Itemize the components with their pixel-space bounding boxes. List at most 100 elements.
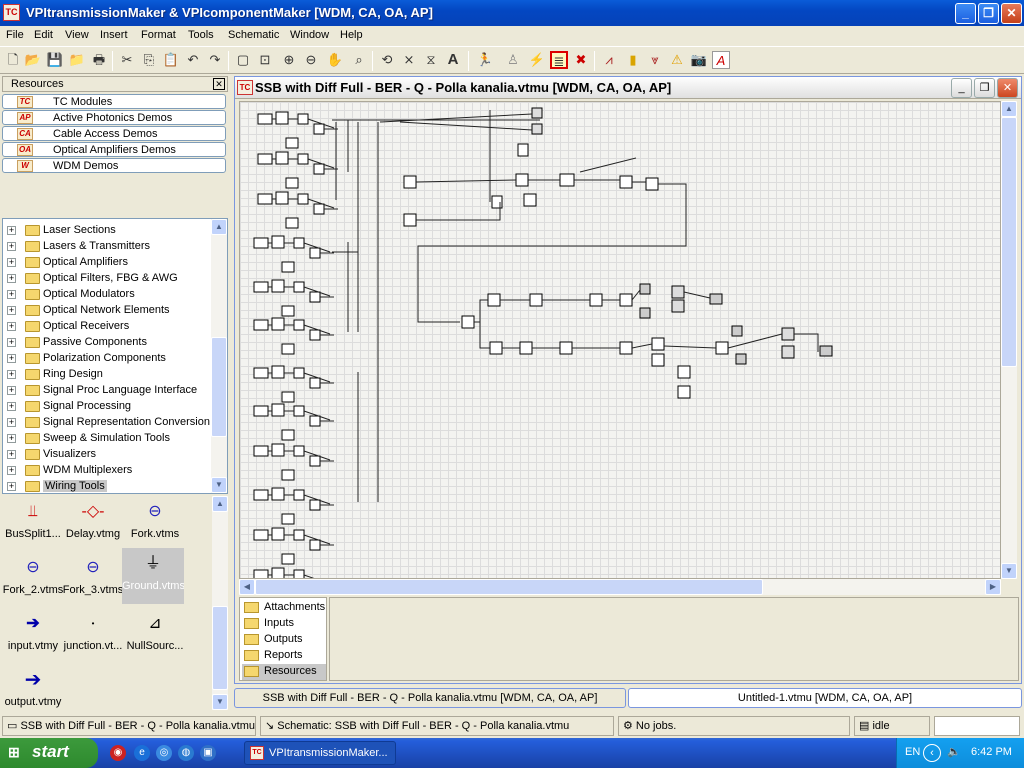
schematic-close-button[interactable]: ✕: [997, 78, 1018, 98]
tray-expand-icon[interactable]: ‹: [923, 744, 941, 762]
palette-item[interactable]: -◇-Delay.vtmg: [62, 496, 124, 552]
schematic-maximize-button[interactable]: ❐: [974, 78, 995, 98]
menu-edit[interactable]: Edit: [34, 29, 53, 41]
print-icon[interactable]: 🖶: [92, 52, 106, 67]
palette-item[interactable]: ⫫BusSplit1...: [2, 496, 64, 552]
tree-item[interactable]: +WDM Multiplexers: [7, 464, 133, 476]
copy-icon[interactable]: ⎘: [143, 52, 155, 67]
zoom-fit-icon[interactable]: ⊡: [259, 52, 271, 67]
palette-item[interactable]: ⊿NullSourc...: [124, 608, 186, 664]
scroll-thumb[interactable]: [1001, 117, 1017, 367]
new-file-icon[interactable]: 🗋: [7, 52, 19, 67]
undo-icon[interactable]: ↶: [187, 52, 199, 67]
scroll-up-icon[interactable]: ▲: [211, 219, 227, 235]
tree-item[interactable]: +Signal Processing: [7, 400, 132, 412]
palette-scrollbar[interactable]: ▲ ▼: [212, 496, 228, 710]
scroll-thumb[interactable]: [255, 579, 763, 595]
zoom-out-icon[interactable]: ⊖: [305, 52, 317, 67]
tree-item[interactable]: +Ring Design: [7, 368, 103, 380]
paste-icon[interactable]: 📋: [162, 52, 180, 67]
save-icon[interactable]: 💾: [46, 52, 64, 67]
volume-icon[interactable]: 🔈: [947, 746, 961, 758]
scroll-thumb[interactable]: [212, 606, 228, 690]
abort-icon[interactable]: ✖: [575, 52, 587, 67]
tree-item[interactable]: +Lasers & Transmitters: [7, 240, 150, 252]
tree-item[interactable]: +Optical Amplifiers: [7, 256, 128, 268]
run-all-icon[interactable]: ⚡: [528, 52, 546, 67]
pan-hand-icon[interactable]: ✋: [326, 52, 344, 67]
doc-tab-active[interactable]: SSB with Diff Full - BER - Q - Polla kan…: [234, 688, 626, 708]
resources-close-button[interactable]: ✕: [213, 78, 225, 90]
palette-item[interactable]: ⊖Fork.vtms: [124, 496, 186, 552]
stop-icon[interactable]: ♙: [507, 52, 519, 67]
redo-icon[interactable]: ↷: [209, 52, 221, 67]
menu-schematic[interactable]: Schematic: [228, 29, 280, 41]
folder-attachments[interactable]: Attachments: [242, 600, 326, 616]
palette-item[interactable]: ⊖Fork_2.vtms: [2, 552, 64, 608]
mirror-icon[interactable]: ⧖: [426, 52, 436, 67]
media-player-icon[interactable]: ◉: [110, 745, 126, 761]
tree-item[interactable]: +Passive Components: [7, 336, 147, 348]
folder-inputs[interactable]: Inputs: [242, 616, 326, 632]
canvas-vscrollbar[interactable]: ▲ ▼: [1001, 101, 1017, 579]
internet-explorer-icon[interactable]: e: [134, 745, 150, 761]
browser-icon[interactable]: ◎: [156, 745, 172, 761]
menu-view[interactable]: View: [65, 29, 89, 41]
flip-icon[interactable]: ⨯: [403, 52, 415, 67]
tree-item[interactable]: +Optical Modulators: [7, 288, 135, 300]
tree-item[interactable]: +Laser Sections: [7, 224, 116, 236]
notes-icon[interactable]: ▮: [629, 52, 637, 67]
power-icon[interactable]: ⚠: [671, 52, 683, 67]
folder-outputs[interactable]: Outputs: [242, 632, 326, 648]
minimize-button[interactable]: _: [955, 3, 976, 24]
run-icon[interactable]: 🏃: [476, 52, 494, 67]
annotate-icon[interactable]: A: [712, 51, 730, 69]
graph-icon[interactable]: ⩘: [605, 52, 613, 67]
scroll-right-icon[interactable]: ▶: [985, 579, 1001, 595]
cut-icon[interactable]: ✂: [121, 52, 133, 67]
canvas-hscrollbar[interactable]: ◀ ▶: [239, 579, 1001, 595]
text-icon[interactable]: A: [447, 51, 459, 68]
palette-item[interactable]: ⊖Fork_3.vtms: [62, 552, 124, 608]
menu-window[interactable]: Window: [290, 29, 330, 41]
tree-item[interactable]: +Signal Proc Language Interface: [7, 384, 198, 396]
spectrum-icon[interactable]: ⩔: [651, 52, 659, 67]
menu-format[interactable]: Format: [141, 29, 176, 41]
start-button[interactable]: ⊞start: [0, 738, 98, 768]
schematic-minimize-button[interactable]: _: [951, 78, 972, 98]
rotate-icon[interactable]: ⟲: [381, 52, 393, 67]
scroll-up-icon[interactable]: ▲: [1001, 101, 1017, 117]
scroll-up-icon[interactable]: ▲: [212, 496, 228, 512]
page-icon[interactable]: ▢: [236, 52, 250, 67]
tree-item[interactable]: +Optical Receivers: [7, 320, 130, 332]
menu-insert[interactable]: Insert: [100, 29, 128, 41]
maximize-button[interactable]: ❐: [978, 3, 999, 24]
tree-item[interactable]: +Sweep & Simulation Tools: [7, 432, 170, 444]
log-icon[interactable]: ≣: [550, 51, 568, 69]
menu-help[interactable]: Help: [340, 29, 363, 41]
scroll-down-icon[interactable]: ▼: [1001, 563, 1017, 579]
tree-item[interactable]: +Optical Filters, FBG & AWG: [7, 272, 178, 284]
folder-resources[interactable]: Resources: [242, 664, 326, 680]
tree-item[interactable]: +Optical Network Elements: [7, 304, 170, 316]
desktop-icon[interactable]: ▣: [200, 745, 216, 761]
zoom-area-icon[interactable]: ⌕: [355, 52, 363, 67]
palette-item[interactable]: ➔output.vtmy: [4, 669, 62, 708]
save-all-icon[interactable]: 📁: [68, 52, 86, 67]
scroll-thumb[interactable]: [211, 337, 227, 437]
camera-icon[interactable]: 📷: [690, 52, 708, 67]
doc-tab-untitled[interactable]: Untitled-1.vtmu [WDM, CA, OA, AP]: [628, 688, 1022, 708]
language-indicator[interactable]: EN: [905, 746, 921, 758]
tree-item-selected[interactable]: +Wiring Tools: [7, 480, 107, 492]
menu-file[interactable]: File: [6, 29, 24, 41]
network-icon[interactable]: ◍: [178, 745, 194, 761]
tree-scrollbar[interactable]: ▲ ▼: [211, 219, 227, 493]
taskbar-app-item[interactable]: TC VPItransmissionMaker...: [244, 741, 396, 765]
scroll-down-icon[interactable]: ▼: [212, 694, 228, 710]
scroll-down-icon[interactable]: ▼: [211, 477, 227, 493]
scroll-left-icon[interactable]: ◀: [239, 579, 255, 595]
